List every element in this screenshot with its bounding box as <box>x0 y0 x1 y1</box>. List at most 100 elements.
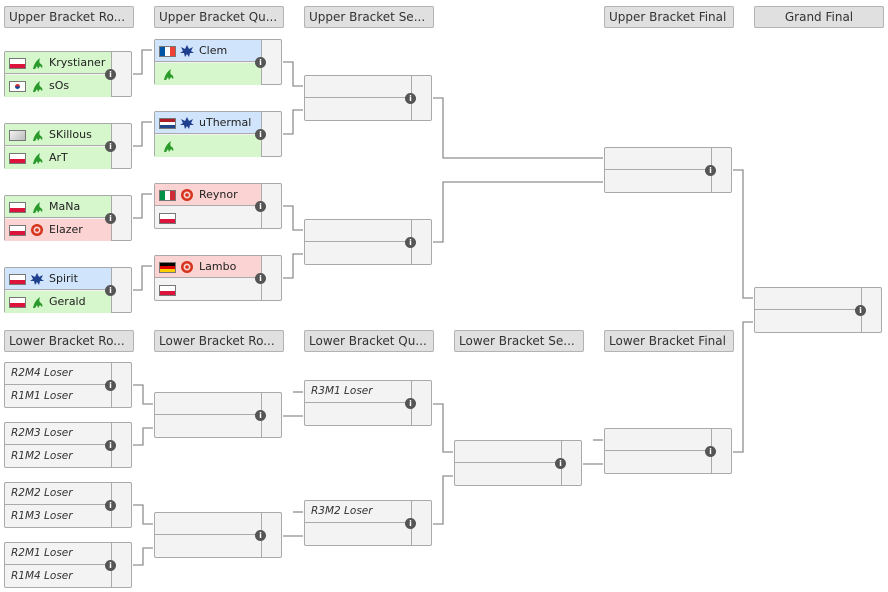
placeholder-label: R3M2 Loser <box>311 505 373 517</box>
player-name: Gerald <box>49 295 86 308</box>
header-lower-bracket-round-2: Lower Bracket Ro... <box>154 330 284 352</box>
player-slot[interactable] <box>155 135 261 157</box>
player-slot[interactable]: R2M1 Loser <box>5 543 111 565</box>
player-slot[interactable] <box>155 279 261 301</box>
zerg-icon <box>33 153 43 164</box>
player-slot[interactable]: R2M3 Loser <box>5 423 111 445</box>
player-slot[interactable] <box>605 429 711 451</box>
player-slot[interactable]: Lambo <box>155 256 261 278</box>
player-slot[interactable] <box>155 513 261 535</box>
player-name: SKillous <box>49 128 92 141</box>
player-slot[interactable]: SKillous <box>5 124 111 146</box>
zerg-icon <box>33 130 43 141</box>
player-slot[interactable] <box>755 288 861 310</box>
player-slot[interactable] <box>305 524 411 546</box>
info-icon[interactable]: i <box>105 141 116 152</box>
player-slot[interactable]: MaNa <box>5 196 111 218</box>
player-slot[interactable]: Clem <box>155 40 261 62</box>
info-icon[interactable]: i <box>105 500 116 511</box>
match-ub-sf-m1[interactable] <box>304 75 432 121</box>
protoss-icon <box>181 189 193 201</box>
terran-icon <box>30 273 44 285</box>
player-slot[interactable] <box>305 99 411 121</box>
info-icon[interactable]: i <box>255 129 266 140</box>
terran-icon <box>180 45 194 57</box>
france-flag-icon <box>159 46 176 57</box>
zerg-icon <box>33 297 43 308</box>
player-name: Reynor <box>199 188 238 201</box>
player-slot[interactable]: ArT <box>5 147 111 169</box>
poland-flag-icon <box>9 153 26 164</box>
match-ub-qf-m2[interactable]: uThermal <box>154 111 282 157</box>
player-slot[interactable] <box>605 171 711 193</box>
germany-flag-icon <box>159 262 176 273</box>
info-icon[interactable]: i <box>105 213 116 224</box>
header-grand-final: Grand Final <box>754 6 884 28</box>
header-lower-bracket-semifinals: Lower Bracket Se... <box>454 330 584 352</box>
player-slot[interactable] <box>455 464 561 486</box>
info-icon[interactable]: i <box>255 530 266 541</box>
poland-flag-icon <box>9 58 26 69</box>
player-slot[interactable] <box>155 416 261 438</box>
player-slot[interactable]: R1M3 Loser <box>5 506 111 528</box>
header-upper-bracket-semifinals: Upper Bracket Se... <box>304 6 434 28</box>
player-slot[interactable] <box>155 536 261 558</box>
player-slot[interactable] <box>605 452 711 474</box>
player-slot[interactable] <box>305 404 411 426</box>
placeholder-label: R1M4 Loser <box>11 570 73 582</box>
info-icon[interactable]: i <box>405 93 416 104</box>
info-icon[interactable]: i <box>255 201 266 212</box>
match-ub-qf-m4[interactable]: Lambo <box>154 255 282 301</box>
info-icon[interactable]: i <box>405 518 416 529</box>
info-icon[interactable]: i <box>105 380 116 391</box>
info-icon[interactable]: i <box>705 165 716 176</box>
player-slot[interactable] <box>605 148 711 170</box>
player-slot[interactable] <box>155 63 261 85</box>
placeholder-label: R1M3 Loser <box>11 510 73 522</box>
placeholder-label: R2M3 Loser <box>11 427 73 439</box>
placeholder-label: R3M1 Loser <box>311 385 373 397</box>
player-slot[interactable]: R1M1 Loser <box>5 386 111 408</box>
poland-flag-icon <box>9 297 26 308</box>
player-slot[interactable]: Spirit <box>5 268 111 290</box>
info-icon[interactable]: i <box>105 285 116 296</box>
player-slot[interactable]: R1M2 Loser <box>5 446 111 468</box>
player-slot[interactable] <box>155 207 261 229</box>
player-slot[interactable] <box>305 220 411 242</box>
player-slot[interactable]: uThermal <box>155 112 261 134</box>
player-slot[interactable] <box>305 76 411 98</box>
player-slot[interactable]: R2M4 Loser <box>5 363 111 385</box>
player-slot[interactable]: Reynor <box>155 184 261 206</box>
info-icon[interactable]: i <box>405 237 416 248</box>
player-slot[interactable]: R1M4 Loser <box>5 566 111 588</box>
player-slot[interactable]: Krystianer <box>5 52 111 74</box>
player-slot[interactable]: sOs <box>5 75 111 97</box>
info-icon[interactable]: i <box>555 458 566 469</box>
info-icon[interactable]: i <box>255 57 266 68</box>
placeholder-label: R2M2 Loser <box>11 487 73 499</box>
player-slot[interactable] <box>305 243 411 265</box>
info-icon[interactable]: i <box>105 440 116 451</box>
placeholder-label: R2M4 Loser <box>11 367 73 379</box>
info-icon[interactable]: i <box>255 273 266 284</box>
player-slot[interactable]: R2M2 Loser <box>5 483 111 505</box>
player-slot[interactable] <box>455 441 561 463</box>
info-icon[interactable]: i <box>105 69 116 80</box>
player-slot[interactable] <box>155 393 261 415</box>
info-icon[interactable]: i <box>705 446 716 457</box>
poland-flag-icon <box>9 274 26 285</box>
player-name: Elazer <box>49 223 83 236</box>
zerg-icon <box>33 58 43 69</box>
header-lower-bracket-final: Lower Bracket Final <box>604 330 734 352</box>
player-name: MaNa <box>49 200 81 213</box>
player-slot[interactable]: Gerald <box>5 291 111 313</box>
info-icon[interactable]: i <box>105 560 116 571</box>
info-icon[interactable]: i <box>855 305 866 316</box>
info-icon[interactable]: i <box>405 398 416 409</box>
info-icon[interactable]: i <box>255 410 266 421</box>
player-slot[interactable]: R3M2 Loser <box>305 501 411 523</box>
player-slot[interactable]: R3M1 Loser <box>305 381 411 403</box>
player-slot[interactable] <box>755 311 861 333</box>
player-slot[interactable]: Elazer <box>5 219 111 241</box>
header-upper-bracket-final: Upper Bracket Final <box>604 6 734 28</box>
